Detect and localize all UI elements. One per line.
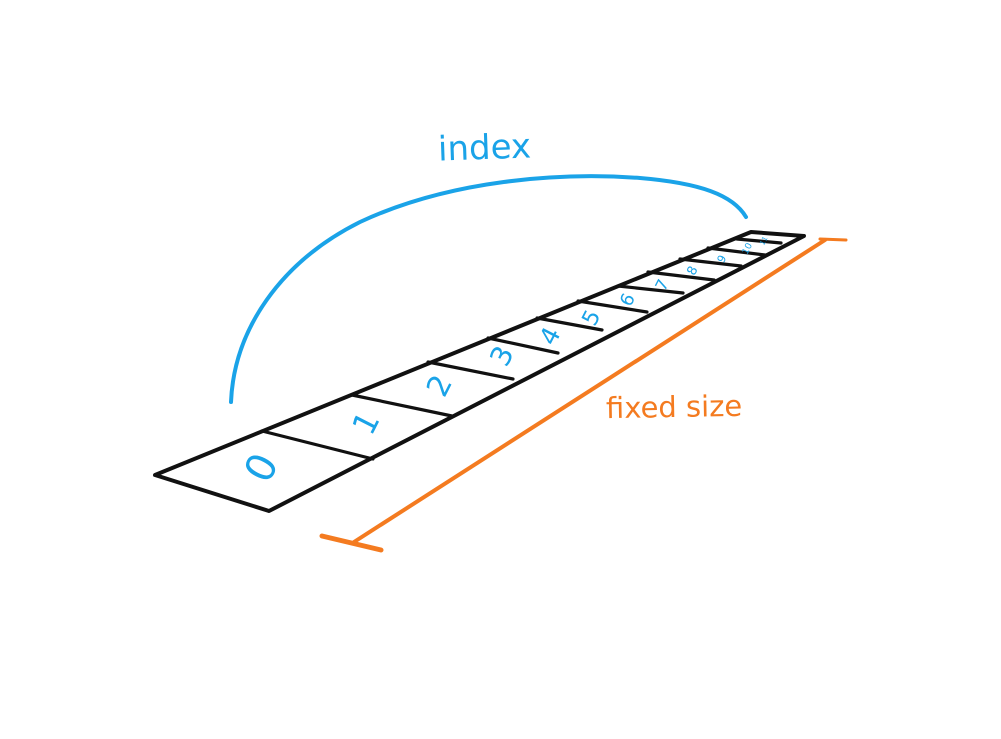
cell-number: 10: [741, 241, 755, 256]
cell-divider: [426, 360, 515, 381]
cell-number: 11: [758, 235, 769, 247]
fixed-size-label: fixed size: [605, 388, 743, 426]
cell-divider: [260, 429, 375, 461]
cell-divider: [616, 284, 685, 295]
cell-number: 2: [420, 370, 460, 403]
cell-divider: [678, 257, 743, 268]
cell-divider: [535, 316, 604, 332]
cell-divider: [350, 393, 454, 418]
cell-divider: [706, 246, 767, 257]
size-line-cap-start: [319, 533, 384, 553]
cell-divider: [646, 270, 716, 282]
cell-divider: [486, 336, 560, 355]
index-arc: [229, 174, 748, 404]
array-outline: [153, 230, 806, 513]
cell-number: 1: [344, 405, 387, 440]
size-line: [352, 238, 827, 544]
cell-number: 4: [533, 322, 566, 349]
size-line-cap-end: [818, 237, 848, 242]
cell-divider: [735, 237, 783, 245]
cell-divider: [576, 299, 649, 314]
cell-number: 0: [236, 446, 289, 490]
cell-dividers: [260, 237, 783, 461]
index-label: index: [437, 126, 532, 170]
